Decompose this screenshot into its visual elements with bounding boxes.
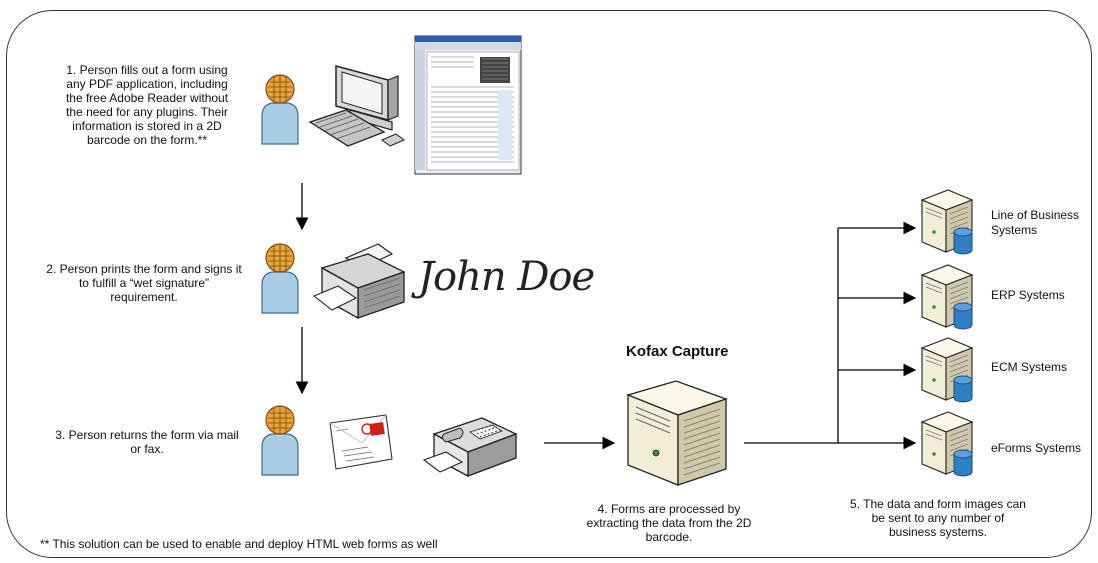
server-icon [920,411,974,477]
fax-machine-icon [422,417,518,478]
capture-title: Kofax Capture [626,343,729,360]
printer-icon [312,243,406,320]
pdf-form-screenshot-icon [414,35,522,175]
person-icon [261,405,299,476]
server-icon [920,337,974,403]
step1-text: 1. Person fills out a form using any PDF… [65,63,229,147]
system-label-eforms: eForms Systems [991,441,1082,455]
signature: John Doe [418,254,595,300]
footnote: ** This solution can be used to enable a… [40,537,438,551]
system-label-erp: ERP Systems [991,288,1065,302]
system-label-lob: Line of Business Systems [991,208,1080,237]
server-icon [920,189,974,255]
database-icon [953,449,973,477]
computer-icon [308,65,405,147]
envelope-icon [329,414,393,470]
database-icon [953,302,973,330]
server-icon [920,264,974,330]
system-label-ecm: ECM Systems [991,360,1068,374]
server-icon [626,380,728,486]
database-icon [953,227,973,255]
step3-text: 3. Person returns the form via mail or f… [55,428,239,456]
step5-text: 5. The data and form images can be sent … [850,497,1026,539]
step2-text: 2. Person prints the form and signs it t… [46,262,242,304]
person-icon [261,74,299,145]
person-icon [261,243,299,314]
diagram-frame [6,10,1092,558]
database-icon [953,375,973,403]
step4-text: 4. Forms are processed by extracting the… [586,502,752,544]
